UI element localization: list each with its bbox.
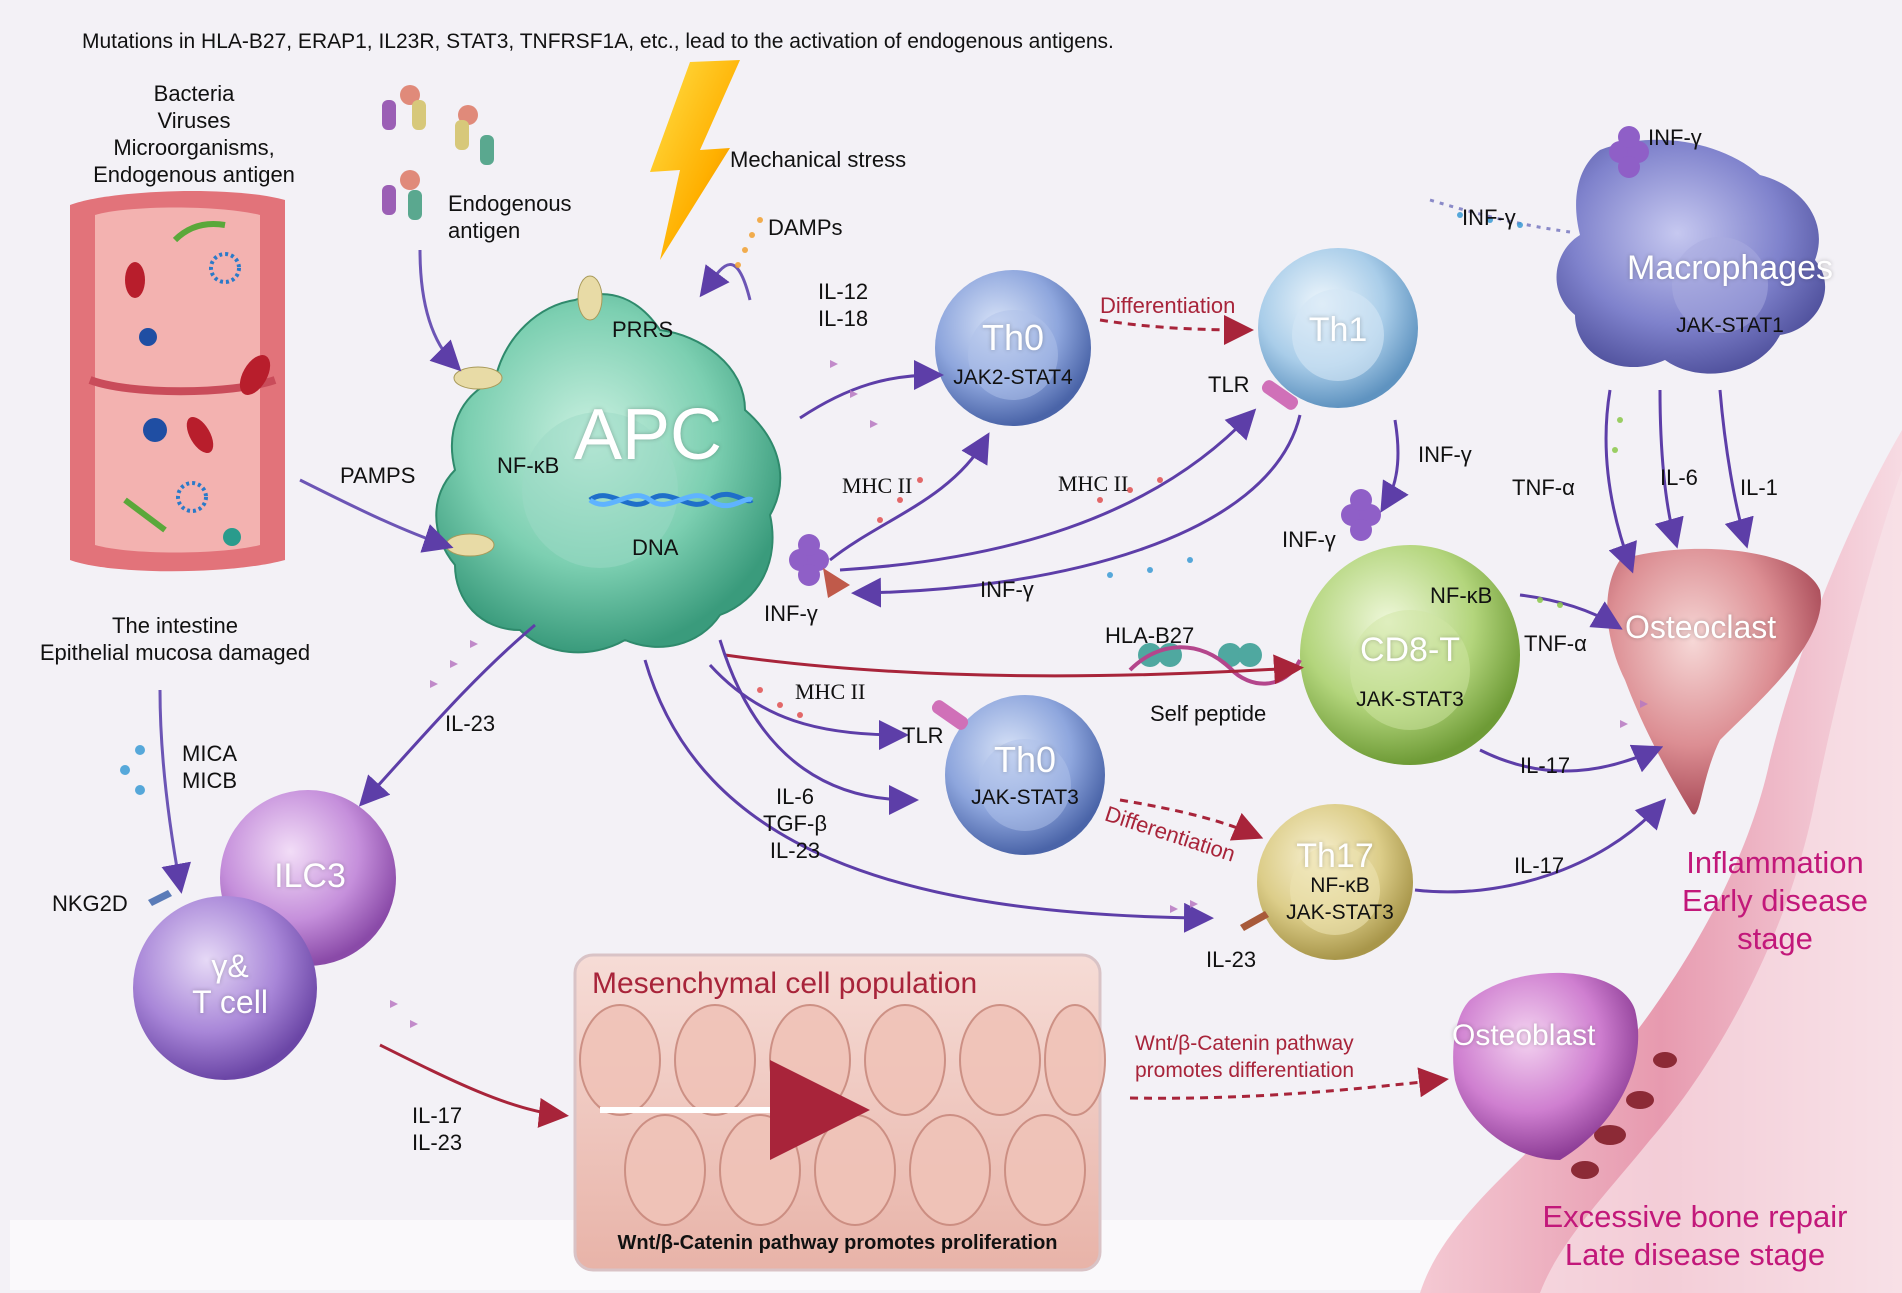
- osteoclast-title: Osteoclast: [1625, 609, 1777, 645]
- th17-il17-label: IL-17: [1514, 853, 1565, 878]
- endogenous-antigen-icon: [382, 85, 494, 220]
- il23-label: IL-23: [769, 838, 821, 863]
- th0-bottom-pathway: JAK-STAT3: [971, 786, 1079, 809]
- th0-top-pathway: JAK2-STAT4: [953, 366, 1073, 389]
- th0-bottom-tlr-label: TLR: [902, 723, 944, 748]
- th1-title: Th1: [1308, 311, 1368, 349]
- gdt-outputs: IL-17 IL-23: [412, 1102, 462, 1156]
- macrophage-il1-label: IL-1: [1740, 475, 1778, 500]
- il12-il18-label: IL-12 IL-18: [818, 278, 868, 332]
- pathogen-label: Bacteria Viruses Microorganisms, Endogen…: [84, 80, 304, 188]
- macrophage-receptor-label: INF-γ: [1648, 125, 1702, 150]
- apc-title: APC: [574, 395, 723, 475]
- lightning-bolt-icon: [650, 60, 740, 260]
- intestine-line-1: The intestine: [112, 613, 238, 638]
- receptor-clusters: [148, 126, 1649, 931]
- mhc-ii-top-label: MHC II: [842, 473, 913, 498]
- self-peptide-label: Self peptide: [1150, 701, 1267, 726]
- osteoblast-title: Osteoblast: [1452, 1019, 1596, 1052]
- gdt-title: γ& T cell: [165, 948, 295, 1020]
- th17-title: Th17: [1296, 837, 1374, 875]
- gdt-line-1: γ&: [211, 948, 249, 984]
- mesenchymal-caption: Wnt/β-Catenin pathway promotes prolifera…: [617, 1232, 1058, 1254]
- macrophage-title: Macrophages: [1626, 249, 1833, 287]
- th1-tlr-label: TLR: [1208, 372, 1250, 397]
- wnt-differentiation-label: Wnt/β-Catenin pathway promotes different…: [1135, 1030, 1354, 1084]
- il18-label: IL-18: [818, 306, 869, 331]
- th0-bottom-mhc-label: MHC II: [795, 679, 866, 704]
- th0-bottom-cytokines: IL-6 TGF-β IL-23: [745, 783, 845, 864]
- pamps-label: PAMPS: [340, 463, 416, 488]
- intestine-label: The intestine Epithelial mucosa damaged: [20, 612, 330, 666]
- cd8-tnfa-label: TNF-α: [1524, 631, 1587, 656]
- th1-mhc-ii-label: MHC II: [1058, 471, 1129, 496]
- micb-label: MICB: [182, 768, 237, 793]
- pathogen-line-4: Endogenous antigen: [93, 162, 295, 187]
- th17-jakstat3: JAK-STAT3: [1286, 901, 1394, 924]
- cd8-title: CD8-T: [1359, 631, 1461, 669]
- gdt-cell: [133, 896, 317, 1080]
- ilc3-title: ILC3: [274, 857, 346, 895]
- apc-infg-label: INF-γ: [764, 601, 818, 626]
- osteoblast-cell: [1453, 972, 1639, 1160]
- dna-label: DNA: [632, 535, 679, 560]
- intestine-illustration: [70, 190, 285, 572]
- cd8-nfkb-label: NF-κB: [1430, 583, 1493, 608]
- pathogen-line-1: Bacteria: [153, 81, 235, 106]
- cd8-receptor-label: INF-γ: [1282, 527, 1336, 552]
- il6-label: IL-6: [776, 784, 814, 809]
- ilc3-il23-label: IL-23: [445, 711, 496, 736]
- endogenous-antigen-label: Endogenous antigen: [448, 190, 572, 244]
- macrophage-il6-label: IL-6: [1660, 465, 1698, 490]
- th1-differentiation-label: Differentiation: [1100, 293, 1236, 318]
- mica-label: MICA: [182, 741, 237, 766]
- cd8-pathway: JAK-STAT3: [1356, 688, 1464, 711]
- th1-infg-out-label: INF-γ: [1462, 205, 1516, 230]
- endogenous-line-2: antigen: [448, 218, 521, 243]
- mesenchymal-title: Mesenchymal cell population: [592, 967, 978, 1000]
- tgfb-label: TGF-β: [763, 811, 827, 836]
- mica-micb-label: MICA MICB: [182, 740, 237, 794]
- pathogen-line-2: Viruses: [157, 108, 231, 133]
- th1-infg-back-label: INF-γ: [980, 577, 1034, 602]
- mechanical-stress-label: Mechanical stress: [730, 147, 907, 172]
- th17-nfkb: NF-κB: [1310, 874, 1370, 897]
- gdt-il23-label: IL-23: [412, 1130, 463, 1155]
- intestine-line-2: Epithelial mucosa damaged: [39, 640, 311, 665]
- early-line-2: Early disease: [1681, 883, 1869, 918]
- th0-bottom-title: Th0: [993, 739, 1057, 780]
- th17-pathways: NF-κB JAK-STAT3: [1275, 872, 1405, 926]
- apc-nfkb-label: NF-κB: [497, 453, 560, 478]
- gdt-line-2: T cell: [192, 984, 268, 1020]
- early-stage-label: Inflammation Early disease stage: [1660, 844, 1890, 958]
- macrophage-pathway: JAK-STAT1: [1676, 314, 1784, 337]
- il12-label: IL-12: [818, 279, 869, 304]
- th1-infg-down-label: INF-γ: [1418, 442, 1472, 467]
- damps-label: DAMPs: [768, 215, 843, 240]
- late-line-1: Excessive bone repair: [1542, 1199, 1848, 1234]
- th0-top-title: Th0: [981, 317, 1045, 358]
- cd8-il17-label: IL-17: [1520, 753, 1571, 778]
- endogenous-line-1: Endogenous: [448, 191, 572, 216]
- prrs-label: PRRS: [612, 317, 674, 342]
- th17-il23-label: IL-23: [1206, 947, 1257, 972]
- wnt-line-2: promotes differentiation: [1135, 1059, 1355, 1082]
- early-line-1: Inflammation: [1686, 845, 1864, 880]
- hla-b27-label: HLA-B27: [1105, 623, 1195, 648]
- pathogen-line-3: Microorganisms,: [113, 135, 275, 160]
- wnt-line-1: Wnt/β-Catenin pathway: [1135, 1032, 1354, 1055]
- early-line-3: stage: [1737, 921, 1813, 956]
- figure-caption-title: Mutations in HLA-B27, ERAP1, IL23R, STAT…: [82, 30, 1114, 53]
- macrophage-tnfa-label: TNF-α: [1512, 475, 1575, 500]
- late-stage-label: Excessive bone repair Late disease stage: [1505, 1198, 1885, 1274]
- late-line-2: Late disease stage: [1564, 1237, 1826, 1272]
- gdt-il17-label: IL-17: [412, 1103, 463, 1128]
- nkg2d-label: NKG2D: [52, 891, 128, 916]
